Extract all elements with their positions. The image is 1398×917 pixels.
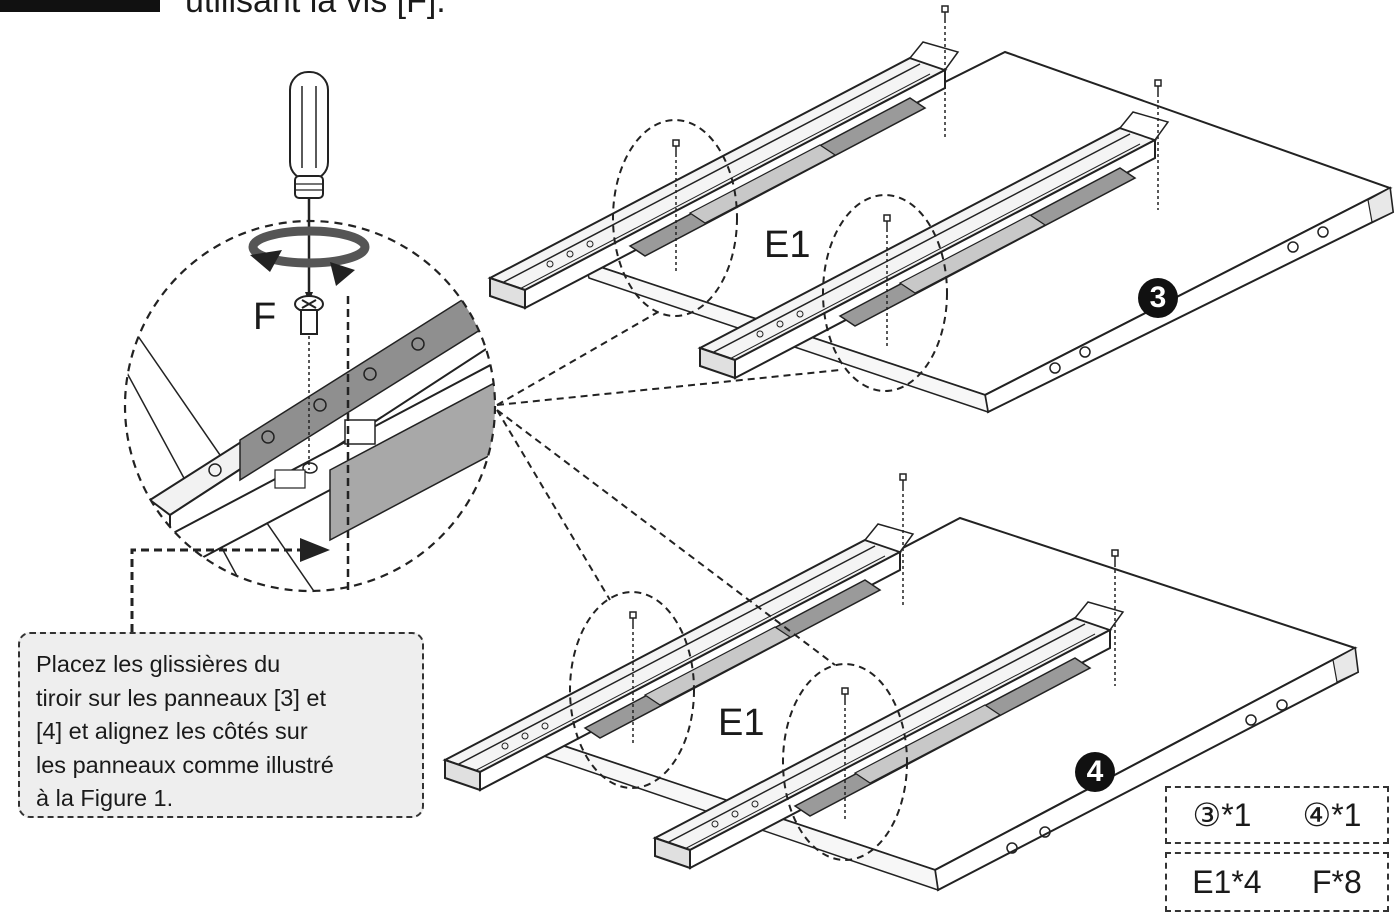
panel-4-assembly — [444, 473, 1360, 892]
quantity-box-hardware: E1*4 F*8 — [1165, 852, 1389, 912]
step-number-tab — [0, 0, 160, 12]
rotation-arrow-icon — [248, 226, 370, 286]
screwdriver-icon — [289, 71, 329, 302]
callout-ellipse-upper-left — [612, 119, 738, 317]
callout-ellipse-lower-left — [569, 591, 695, 789]
quantity-box-panels: ③*1 ④*1 — [1165, 786, 1389, 844]
quantity-panel-4: ④*1 — [1302, 797, 1362, 833]
quantity-slides-e1: E1*4 — [1192, 863, 1262, 900]
instruction-text: Placez les glissières du tiroir sur les … — [36, 651, 334, 811]
slide-label-upper: E1 — [764, 224, 811, 266]
quantity-screws-f: F*8 — [1312, 863, 1362, 900]
quantity-panel-3: ③*1 — [1192, 797, 1252, 833]
panel-3-assembly — [489, 5, 1395, 414]
screw-f-icon — [294, 295, 324, 470]
panel-4-badge: 4 — [1075, 752, 1115, 792]
zoom-detail — [123, 219, 497, 593]
panel-3-badge: 3 — [1138, 278, 1178, 318]
slide-label-lower: E1 — [718, 702, 765, 744]
instruction-note: Placez les glissières du tiroir sur les … — [18, 632, 424, 818]
callout-ellipse-lower-right — [782, 663, 908, 861]
alignment-arrow — [130, 296, 350, 632]
screw-markers-lower — [629, 473, 1119, 820]
screw-label: F — [253, 296, 277, 338]
screw-markers-upper — [672, 5, 1162, 348]
zoom-leader-lines — [496, 311, 841, 666]
instruction-header-fragment: utilisant la vis [F]. — [185, 0, 446, 20]
callout-ellipse-upper-right — [822, 194, 948, 392]
